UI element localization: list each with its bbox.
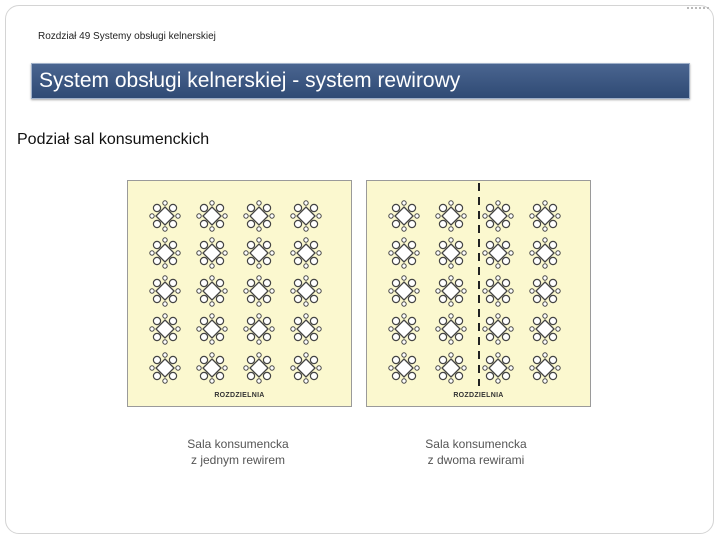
floorplan-two-zones: ROZDZIELNIA: [366, 180, 591, 407]
slide-subtitle: Podział sal konsumenckich: [17, 131, 210, 148]
table-symbol: [243, 275, 275, 307]
tables-layer: [388, 183, 561, 386]
table-symbol: [196, 313, 228, 345]
table-symbol: [388, 275, 420, 307]
caption-line-1: Sala konsumencka: [425, 437, 527, 451]
table-symbol: [388, 237, 420, 269]
table-symbol: [149, 275, 181, 307]
table-symbol: [149, 352, 181, 384]
table-symbol: [149, 237, 181, 269]
table-symbol: [388, 200, 420, 232]
table-symbol: [196, 237, 228, 269]
chapter-header: Rozdział 49 Systemy obsługi kelnerskiej: [38, 31, 216, 42]
table-symbol: [482, 275, 514, 307]
table-symbol: [529, 237, 561, 269]
caption-one-zone: Sala konsumencka z jednym rewirem: [118, 436, 358, 468]
table-symbol: [435, 237, 467, 269]
table-symbol: [529, 275, 561, 307]
table-symbol: [529, 313, 561, 345]
table-symbol: [529, 352, 561, 384]
table-symbol: [482, 352, 514, 384]
table-symbol: [482, 237, 514, 269]
table-symbol: [435, 352, 467, 384]
table-symbol: [196, 352, 228, 384]
caption-line-2: z jednym rewirem: [190, 453, 286, 467]
caption-two-zones: Sala konsumencka z dwoma rewirami: [356, 436, 596, 468]
table-symbol: [290, 313, 322, 345]
caption-line-2: z dwoma rewirami: [427, 453, 525, 467]
table-symbol: [243, 237, 275, 269]
table-symbol: [243, 313, 275, 345]
table-symbol: [482, 313, 514, 345]
slide-title: System obsługi kelnerskiej - system rewi…: [39, 69, 461, 92]
table-symbol: [290, 275, 322, 307]
table-symbol: [435, 200, 467, 232]
floorplan-one-zone: ROZDZIELNIA: [127, 180, 352, 407]
table-symbol: [290, 237, 322, 269]
tables-layer: [149, 200, 322, 384]
caption-line-1: Sala konsumencka: [187, 437, 289, 451]
table-symbol: [196, 200, 228, 232]
table-symbol: [529, 200, 561, 232]
slide-frame: [5, 5, 714, 534]
kitchen-label: ROZDZIELNIA: [214, 392, 265, 399]
table-symbol: [290, 352, 322, 384]
table-symbol: [435, 275, 467, 307]
corner-decoration: [687, 7, 709, 21]
table-symbol: [482, 200, 514, 232]
title-bar: System obsługi kelnerskiej - system rewi…: [31, 63, 690, 99]
table-symbol: [149, 200, 181, 232]
table-symbol: [435, 313, 467, 345]
table-symbol: [243, 352, 275, 384]
table-symbol: [290, 200, 322, 232]
table-symbol: [243, 200, 275, 232]
table-symbol: [388, 313, 420, 345]
table-symbol: [149, 313, 181, 345]
table-symbol: [196, 275, 228, 307]
table-symbol: [388, 352, 420, 384]
kitchen-label: ROZDZIELNIA: [453, 392, 504, 399]
